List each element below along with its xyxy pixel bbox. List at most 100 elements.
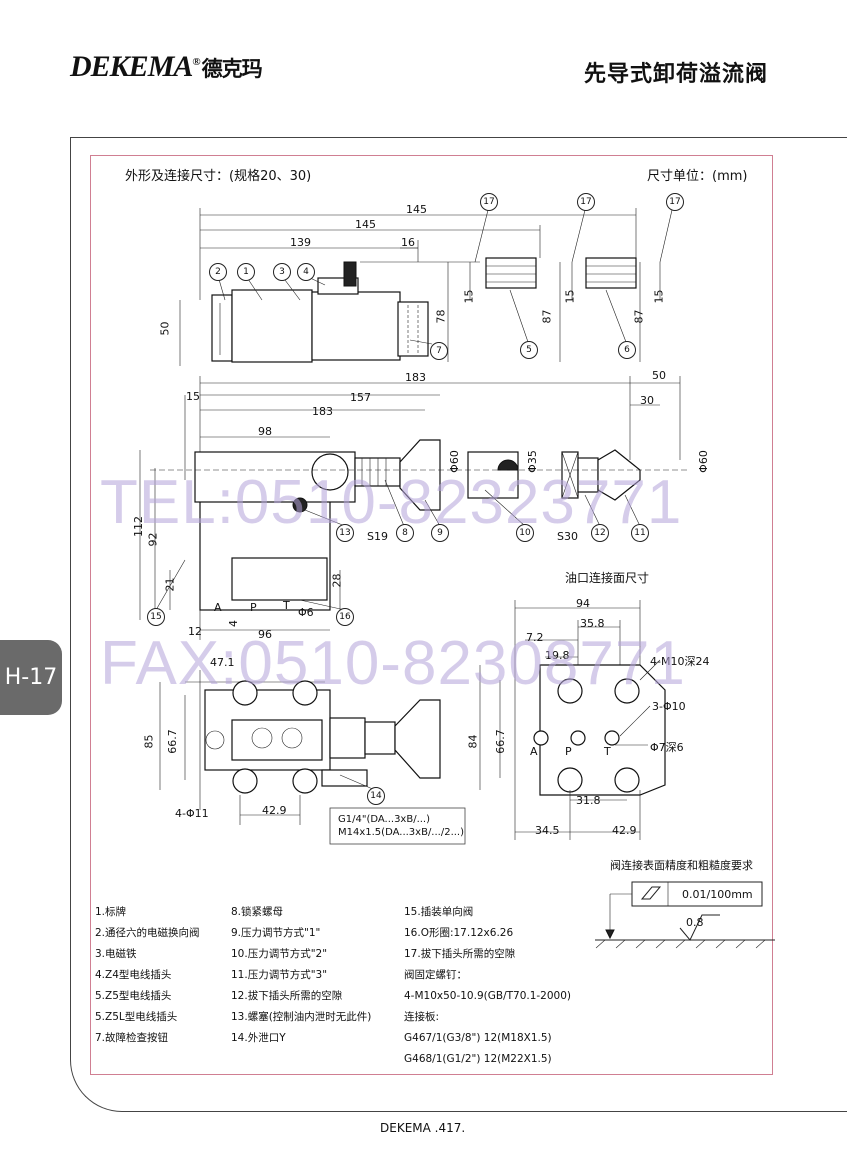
dim-15-mid: 15 — [186, 390, 200, 403]
dim-96: 96 — [258, 628, 272, 641]
port-a-face: A — [530, 745, 538, 758]
flatness-value: 0.01/100mm — [682, 888, 753, 901]
dim-phi6: Φ6 — [298, 606, 314, 619]
logo-chinese-name: 德克玛 — [201, 57, 263, 81]
callout-10: 10 — [516, 524, 534, 542]
port-face-heading: 油口连接面尺寸 — [565, 571, 650, 585]
page-footer: DEKEMA .417. — [380, 1121, 466, 1135]
callout-9: 9 — [431, 524, 449, 542]
dim-4-phi11: 4-Φ11 — [175, 807, 209, 820]
dim-183-outer: 183 — [405, 371, 426, 384]
dim-98: 98 — [258, 425, 272, 438]
callout-8: 8 — [396, 524, 414, 542]
dekema-logo: DEKEMA®德克玛 — [70, 50, 263, 84]
dim-31-8: 31.8 — [576, 794, 601, 807]
surface-heading: 阀连接表面精度和粗糙度要求 — [610, 859, 753, 872]
dim-16: 16 — [401, 236, 415, 249]
dim-66-7-port: 66.7 — [493, 729, 507, 754]
legend-item: 8.锁紧螺母 — [231, 906, 284, 918]
callout-3: 3 — [273, 263, 291, 281]
dim-15-a: 15 — [462, 289, 476, 304]
logo-text: DEKEMA — [70, 50, 193, 83]
callout-1: 1 — [237, 263, 255, 281]
dim-21: 21 — [163, 577, 177, 592]
callout-14: 14 — [367, 787, 385, 805]
watermark-fax: FAX:0510-82308771 — [100, 629, 686, 698]
legend-item: 5.Z5L型电线插头 — [95, 1011, 178, 1023]
dim-145-inner: 145 — [355, 218, 376, 231]
callout-5: 5 — [520, 341, 538, 359]
callout-17b: 17 — [577, 193, 595, 211]
legend-item: 12.拔下插头所需的空隙 — [231, 990, 343, 1002]
dim-66-7-plan: 66.7 — [165, 729, 179, 754]
legend-item: 1.标牌 — [95, 906, 127, 918]
legend-column-2: 8.锁紧螺母 9.压力调节方式"1" 10.压力调节方式"2" 11.压力调节方… — [231, 906, 371, 1053]
dim-84: 84 — [466, 734, 480, 749]
callout-6: 6 — [618, 341, 636, 359]
dim-183-inner: 183 — [312, 405, 333, 418]
dim-50-mid: 50 — [652, 369, 666, 382]
legend-item: 17.拔下插头所需的空隙 — [404, 948, 516, 960]
legend-item: 2.通径六的电磁换向阀 — [95, 927, 200, 939]
legend-item: 阀固定螺钉： — [404, 969, 467, 981]
dim-3-phi10: 3-Φ10 — [652, 700, 686, 713]
legend-item: 14.外泄口Y — [231, 1032, 286, 1044]
legend-item: 4.Z4型电线插头 — [95, 969, 172, 981]
top-dimension-lines — [179, 208, 641, 366]
port-t-face: T — [604, 745, 611, 758]
legend-item: 4-M10x50-10.9(GB/T70.1-2000) — [404, 990, 572, 1002]
plan-view-valve — [159, 670, 441, 825]
dim-42-9-port: 42.9 — [612, 824, 637, 837]
page-title: 先导式卸荷溢流阀 — [583, 62, 768, 87]
dim-87-z5: 87 — [540, 309, 554, 324]
thread-note-box — [329, 807, 466, 845]
dim-139: 139 — [290, 236, 311, 249]
watermark-tel: TEL:0510-82323771 — [100, 468, 683, 537]
legend-item: 15.插装单向阀 — [404, 906, 474, 918]
dim-34-5: 34.5 — [535, 824, 560, 837]
page-frame — [70, 137, 847, 1112]
callout-13: 13 — [336, 524, 354, 542]
dim-12: 12 — [188, 625, 202, 638]
plug-z5 — [485, 257, 537, 289]
wrench-s19: S19 — [367, 530, 388, 543]
dim-42-9-plan: 42.9 — [262, 804, 287, 817]
legend-item: 连接板: — [404, 1011, 440, 1023]
legend-column-1: 1.标牌 2.通径六的电磁换向阀 3.电磁铁 4.Z4型电线插头 5.Z5型电线… — [95, 906, 200, 1053]
port-p-elev: P — [250, 601, 257, 614]
thread-note-2: M14x1.5(DA...3xB/.../2...) — [338, 827, 465, 838]
section-tab: H-17 — [0, 640, 62, 715]
callout-4: 4 — [297, 263, 315, 281]
dim-15-b: 15 — [563, 289, 577, 304]
elevation-valve — [150, 439, 690, 611]
dim-47-1: 47.1 — [210, 656, 235, 669]
top-view-valve — [211, 261, 429, 363]
thread-note-1: G1/4"(DA...3xB/...) — [338, 814, 431, 825]
dimensions-heading: 外形及连接尺寸：(规格20、30) — [125, 169, 312, 184]
plug-z5l — [585, 257, 637, 289]
drawing-border — [90, 155, 773, 1075]
dim-94: 94 — [576, 597, 590, 610]
section-tab-label: H-17 — [4, 665, 58, 690]
legend-item: 16.O形圈:17.12x6.26 — [404, 927, 514, 939]
legend-item: 10.压力调节方式"2" — [231, 948, 328, 960]
legend-item: G468/1(G1/2") 12(M22X1.5) — [404, 1053, 552, 1065]
legend-item: 13.螺塞(控制油内泄时无此件) — [231, 1011, 372, 1023]
callout-15: 15 — [147, 608, 165, 626]
surface-symbols — [595, 881, 775, 949]
logo-registered-mark: ® — [192, 56, 200, 68]
callout-7: 7 — [430, 342, 448, 360]
unit-heading: 尺寸单位：(mm) — [647, 169, 748, 184]
dim-157: 157 — [350, 391, 371, 404]
dim-4: 4 — [227, 620, 240, 627]
dim-4-m10: 4-M10深24 — [650, 655, 710, 668]
callout-17c: 17 — [666, 193, 684, 211]
dim-phi60-b: Φ60 — [696, 450, 710, 473]
legend-item: 7.故障检查按钮 — [95, 1032, 169, 1044]
dim-50-top: 50 — [158, 321, 172, 336]
dim-30: 30 — [640, 394, 654, 407]
dim-15-c: 15 — [652, 289, 666, 304]
dim-35-8: 35.8 — [580, 617, 605, 630]
dim-87-z5l: 87 — [632, 309, 646, 324]
